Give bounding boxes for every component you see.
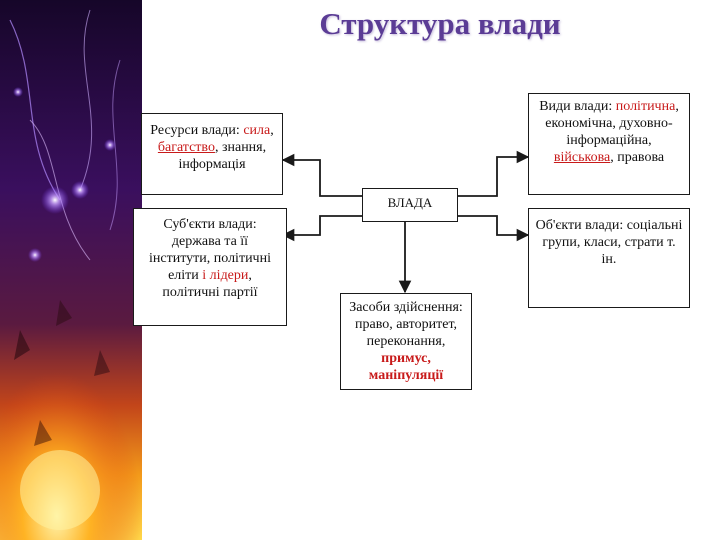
arrow-to-objects <box>458 215 530 242</box>
subjects-prefix: Суб'єкти влади: держава та її інститути,… <box>149 217 271 283</box>
arrow-to-types <box>458 150 530 197</box>
subjects-rest: , політичні партії <box>162 268 258 300</box>
resources-rest: , знання, інформація <box>178 140 267 172</box>
resources-prefix: Ресурси влади: <box>150 123 244 138</box>
resources-separator: , <box>270 123 274 138</box>
center-box: ВЛАДА <box>362 188 458 222</box>
subjects-highlight: і лідери <box>202 268 249 283</box>
center-label: ВЛАДА <box>387 195 433 210</box>
objects-box: Об'єкти влади: соціальні групи, класи, с… <box>528 208 690 308</box>
means-highlight: примус, маніпуляції <box>368 351 444 383</box>
means-prefix: Засоби здійснення: право, авторитет, пер… <box>349 300 463 349</box>
objects-text: Об'єкти влади: соціальні групи, класи, с… <box>535 218 683 267</box>
types-box: Види влади: політична, економічна, духов… <box>528 93 690 195</box>
types-word-political: політична <box>615 99 676 114</box>
means-box: Засоби здійснення: право, авторитет, пер… <box>340 293 472 390</box>
resources-word-wealth: багатство <box>157 140 215 155</box>
arrow-to-subjects <box>281 215 362 242</box>
types-prefix: Види влади: <box>539 99 616 114</box>
resources-box: Ресурси влади: сила, багатство, знання, … <box>141 113 283 195</box>
page-title: Структура влади <box>319 6 561 41</box>
resources-word-force: сила <box>243 123 271 138</box>
arrow-to-resources <box>281 153 362 197</box>
fire-sparks-image <box>0 0 142 540</box>
subjects-box: Суб'єкти влади: держава та її інститути,… <box>133 208 287 326</box>
types-word-military: військова <box>553 150 611 165</box>
decorative-side-panel <box>0 0 142 540</box>
types-rest: , правова <box>610 150 665 165</box>
types-mid: , економічна, духовно-інформаційна, <box>545 99 679 148</box>
